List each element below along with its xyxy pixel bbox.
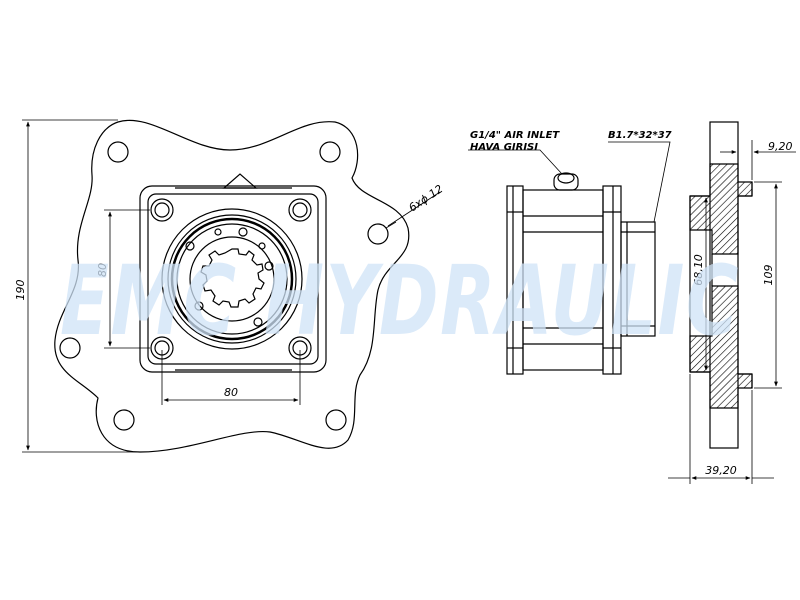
hub-outer: [161, 208, 303, 350]
section-dimensions: [668, 140, 796, 484]
flange-hole: [367, 223, 389, 245]
dim-holes: 6xϕ 12: [406, 182, 445, 214]
spline-label: B1.7*32*37: [608, 130, 672, 141]
mount-hole: [292, 202, 308, 218]
flange-hole: [113, 409, 135, 431]
flange-hole: [325, 409, 347, 431]
flange-hole: [107, 141, 129, 163]
side-leaders: [468, 141, 671, 223]
air-inlet-label: G1/4" AIR INLET: [470, 130, 560, 141]
mount-hole: [154, 202, 170, 218]
section-top: [689, 163, 753, 255]
dim-square-height: 80: [96, 263, 109, 277]
flange-hole: [319, 141, 341, 163]
dim-flange: 9,20: [768, 140, 793, 153]
mount-hole: [150, 198, 174, 222]
square-body-inner: [147, 193, 319, 365]
flange-outline: [54, 119, 410, 453]
side-view: [506, 172, 656, 375]
air-inlet-label-tr: HAVA GIRISI: [470, 142, 538, 153]
section-view: [689, 121, 753, 449]
mount-hole: [288, 198, 312, 222]
side-shaft: [620, 221, 656, 337]
square-body: [139, 185, 327, 373]
air-inlet-fitting: [553, 173, 579, 191]
section-plate: [709, 121, 739, 449]
flange-hole: [59, 337, 81, 359]
watermark: EMC HYDRAULIC: [60, 245, 740, 357]
front-view: [54, 119, 410, 453]
front-dimensions: [22, 119, 441, 453]
spline-bore: [200, 248, 265, 308]
dim-body: 109: [762, 265, 775, 286]
dim-overall-height: 190: [14, 280, 27, 301]
dim-length: 39,20: [705, 464, 737, 477]
dim-bore: 68,10: [692, 254, 705, 286]
hub-inner: [189, 236, 275, 322]
dim-square-width: 80: [224, 386, 238, 399]
top-marker: [222, 173, 258, 189]
